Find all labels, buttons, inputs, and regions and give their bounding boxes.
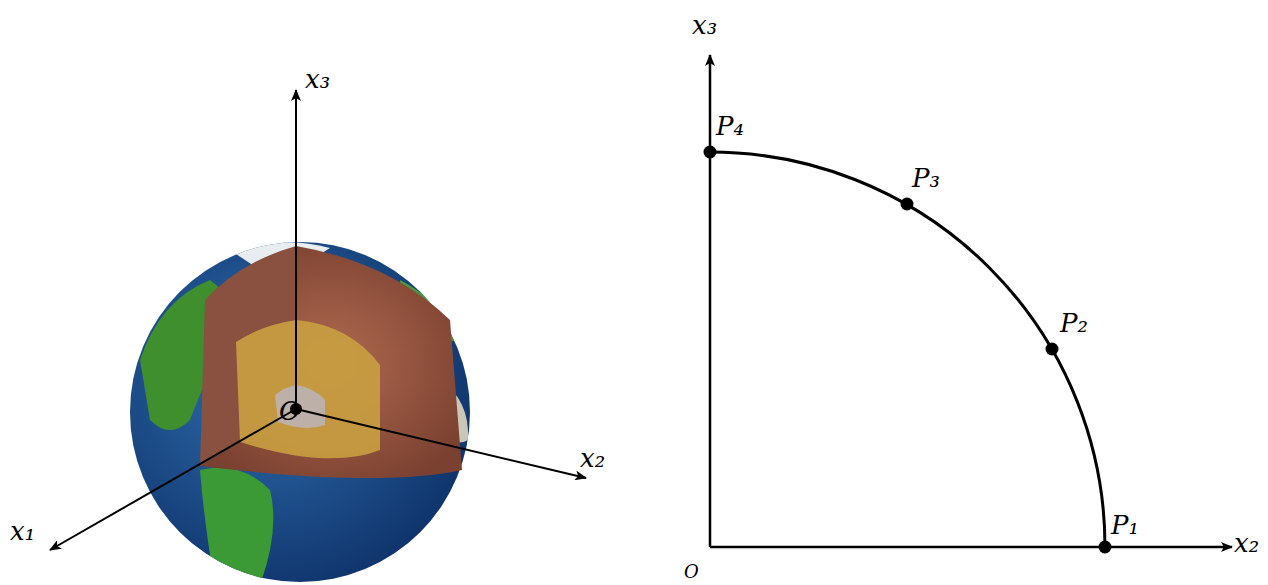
point-label: P₂ [1060, 310, 1088, 336]
axis-label: x₂ [1234, 530, 1259, 556]
point-label: P₄ [716, 113, 744, 139]
axis-label: x₂ [580, 445, 605, 471]
axis-label: x₃ [305, 66, 330, 92]
axes [50, 90, 586, 550]
outer-core [236, 320, 380, 458]
origin-label: O [279, 398, 300, 424]
cut-face [200, 246, 462, 478]
origin-label: O [684, 563, 699, 581]
point-label: P₁ [1111, 512, 1139, 538]
axis-label: x₁ [10, 518, 35, 544]
inner-core [275, 385, 325, 428]
axis-label: x₃ [692, 12, 717, 38]
axes [710, 55, 1232, 547]
earth-globe [130, 242, 470, 585]
point-dots [704, 146, 1112, 554]
point-label: P₃ [912, 165, 940, 191]
